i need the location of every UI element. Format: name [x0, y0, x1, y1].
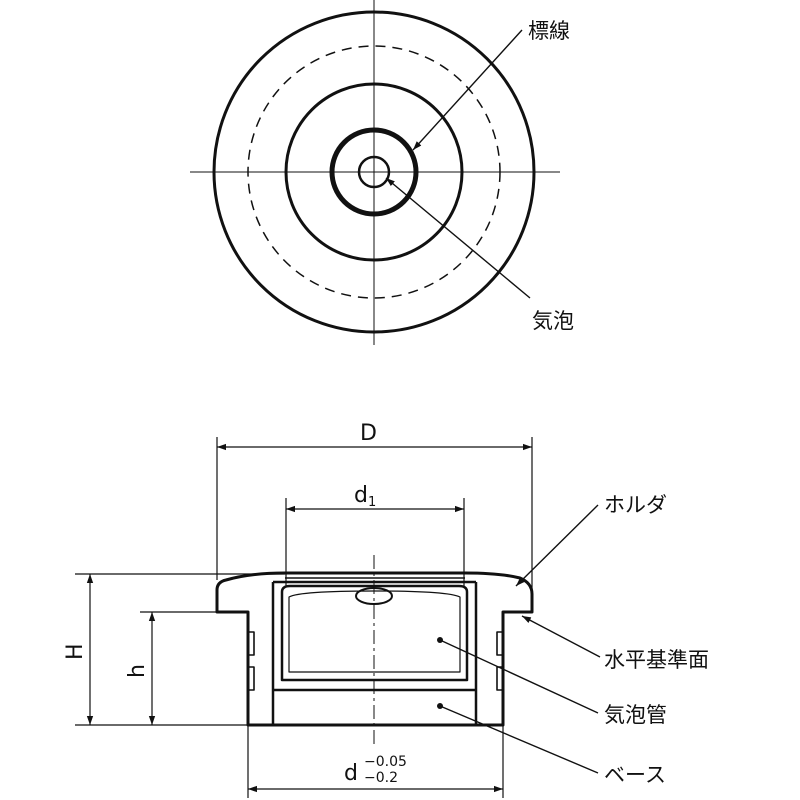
base-leader: [439, 705, 599, 774]
dim-D-text: D: [360, 421, 377, 446]
dim-d1-text: d: [354, 483, 368, 508]
vial-inner: [288, 590, 461, 673]
vial-leader: [439, 639, 599, 714]
section-leaders: [439, 504, 601, 774]
reference-line-leader: [412, 29, 523, 151]
top-view: [190, 0, 560, 345]
section-view: [215, 555, 534, 745]
base-leader-dot: [437, 703, 443, 709]
reference-line-label: 標線: [528, 19, 570, 43]
holder-leader: [515, 504, 599, 587]
vial-outline: [280, 584, 469, 682]
vial-leader-dot: [437, 637, 443, 643]
base-label: ベース: [604, 763, 666, 787]
dim-H-text: H: [63, 643, 88, 660]
thread-left: [248, 631, 255, 691]
dim-h-text: h: [125, 664, 150, 678]
dim-d-text: d: [344, 761, 358, 786]
bubble-label: 気泡: [532, 309, 574, 333]
bubble-leader: [385, 177, 531, 299]
level-surface-leader: [521, 615, 601, 658]
level-reference-surface-label: 水平基準面: [604, 648, 709, 672]
dim-d1-subscript: 1: [368, 495, 376, 510]
vial-label: 気泡管: [604, 703, 667, 727]
dim-d-tol-upper: −0.05: [364, 754, 407, 770]
holder-label: ホルダ: [604, 493, 667, 517]
dim-d-tol-lower: −0.2: [364, 770, 398, 786]
dimension-lines: [75, 437, 533, 798]
